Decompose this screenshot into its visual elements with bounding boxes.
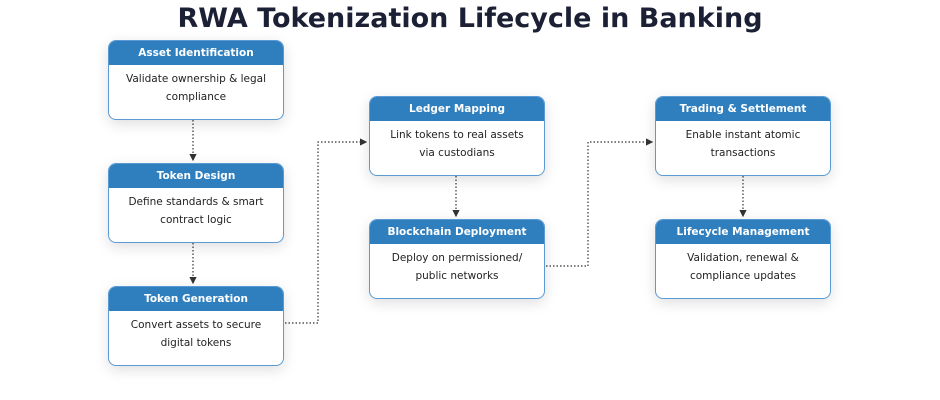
step-description: Validation, renewal & compliance updates bbox=[687, 252, 799, 282]
diagram-title: RWA Tokenization Lifecycle in Banking bbox=[177, 3, 763, 34]
step-title: Token Design bbox=[109, 164, 283, 188]
step-title: Trading & Settlement bbox=[656, 97, 830, 121]
step-title: Blockchain Deployment bbox=[370, 220, 544, 244]
step-description: Validate ownership & legal compliance bbox=[125, 73, 267, 103]
step-trading-settlement: Trading & Settlement Enable instant atom… bbox=[655, 96, 831, 176]
step-description: Deploy on permissioned/ public networks bbox=[391, 252, 523, 282]
connector-3-4 bbox=[285, 138, 368, 324]
step-title: Ledger Mapping bbox=[370, 97, 544, 121]
step-description: Define standards & smart contract logic bbox=[128, 196, 264, 226]
step-ledger-mapping: Ledger Mapping Link tokens to real asset… bbox=[369, 96, 545, 176]
step-token-generation: Token Generation Convert assets to secur… bbox=[108, 286, 284, 366]
step-asset-identification: Asset Identification Validate ownership … bbox=[108, 40, 284, 120]
step-blockchain-deployment: Blockchain Deployment Deploy on permissi… bbox=[369, 219, 545, 299]
connector-5-6 bbox=[546, 138, 654, 267]
step-title: Token Generation bbox=[109, 287, 283, 311]
step-description: Enable instant atomic transactions bbox=[685, 129, 801, 159]
step-title: Asset Identification bbox=[109, 41, 283, 65]
step-description: Convert assets to secure digital tokens bbox=[130, 319, 262, 349]
step-description: Link tokens to real assets via custodian… bbox=[390, 129, 524, 159]
step-title: Lifecycle Management bbox=[656, 220, 830, 244]
step-lifecycle-management: Lifecycle Management Validation, renewal… bbox=[655, 219, 831, 299]
step-token-design: Token Design Define standards & smart co… bbox=[108, 163, 284, 243]
